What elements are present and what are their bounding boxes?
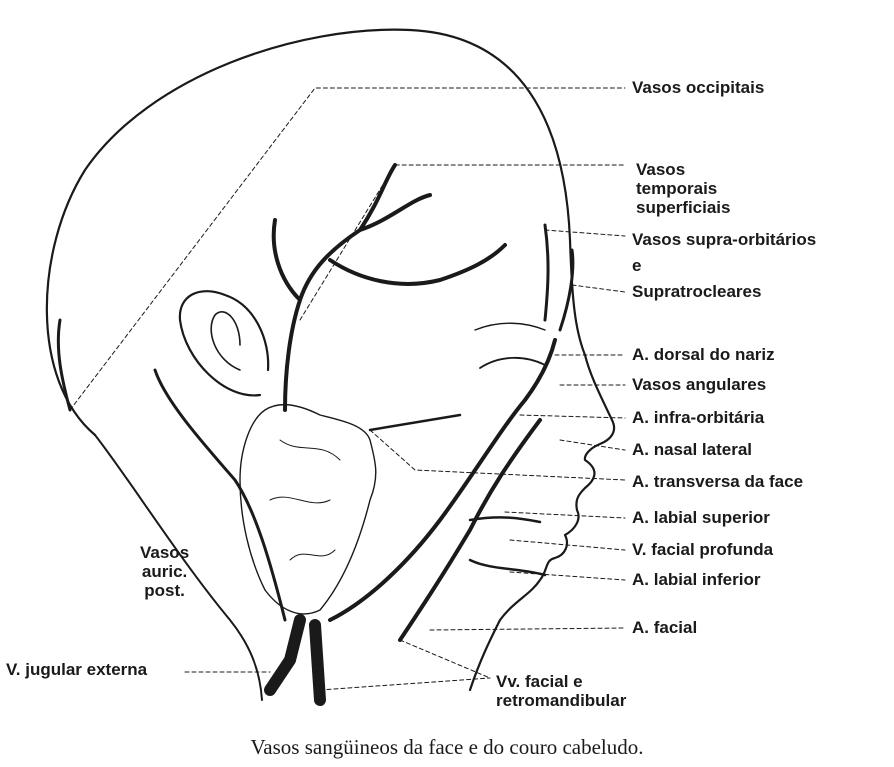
label-a-dorsal-nariz: A. dorsal do nariz	[632, 345, 775, 365]
eye-outline	[480, 358, 545, 368]
label-conj-e: e	[632, 256, 641, 276]
parotid-lobules	[270, 440, 340, 560]
ear-outline	[180, 291, 268, 395]
label-vasos-supra-orbitarios: Vasos supra-orbitários	[632, 230, 816, 250]
label-vasos-occipitais: Vasos occipitais	[632, 78, 764, 98]
label-a-labial-inferior: A. labial inferior	[632, 570, 760, 590]
ear-inner	[211, 312, 240, 370]
label-a-labial-superior: A. labial superior	[632, 508, 770, 528]
label-a-infra-orbitaria: A. infra-orbitária	[632, 408, 764, 428]
label-v-facial-profunda: V. facial profunda	[632, 540, 773, 560]
occipital-vessels	[58, 320, 70, 410]
eyebrow	[475, 323, 545, 330]
temporal-vessels	[274, 165, 505, 410]
label-vasos-auric-post: Vasos auric. post.	[140, 543, 189, 600]
facial-vessels	[330, 340, 555, 640]
label-vv-facial-retromandibular: Vv. facial e retromandibular	[496, 672, 626, 710]
label-a-transversa-face: A. transversa da face	[632, 472, 803, 492]
label-vasos-temporais: Vasos temporais superficiais	[636, 160, 731, 217]
labial-vessels	[470, 517, 545, 575]
jugular-trunk	[270, 620, 320, 700]
label-vasos-angulares: Vasos angulares	[632, 375, 766, 395]
transverse-facial	[370, 415, 460, 430]
label-v-jugular-externa: V. jugular externa	[6, 660, 147, 680]
label-supratrocleares: Supratrocleares	[632, 282, 761, 302]
parotid-gland	[240, 405, 376, 614]
figure-caption: Vasos sangüineos da face e do couro cabe…	[0, 735, 894, 760]
label-a-facial: A. facial	[632, 618, 697, 638]
label-a-nasal-lateral: A. nasal lateral	[632, 440, 752, 460]
supraorbital-vessels	[545, 225, 573, 330]
